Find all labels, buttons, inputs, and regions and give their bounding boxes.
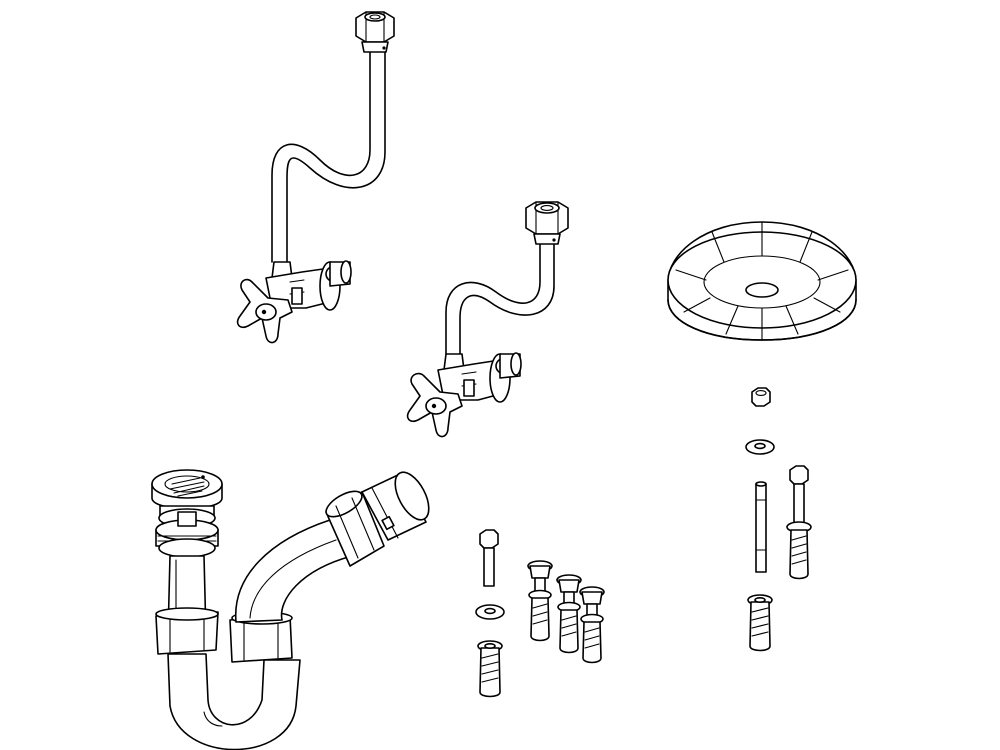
braided-hose xyxy=(445,239,555,355)
pedestal-support-cap xyxy=(667,221,857,341)
p-trap-icon xyxy=(167,653,301,750)
washer-icon xyxy=(745,439,775,455)
drain-with-p-trap xyxy=(151,469,430,750)
fastener-set-left xyxy=(475,529,605,698)
valve-handle-icon xyxy=(236,278,293,344)
hex-nut-icon xyxy=(751,387,771,407)
wall-anchor-icon xyxy=(477,640,503,698)
threaded-stud-icon xyxy=(755,481,767,573)
supply-hose-valve-left xyxy=(236,11,395,344)
wall-anchor-icon xyxy=(747,594,773,652)
hose-nut-icon xyxy=(355,11,395,53)
cap-ribs xyxy=(675,221,849,341)
outlet-pipe-icon xyxy=(361,471,430,541)
hose-nut-icon xyxy=(525,201,569,245)
angle-valve-body xyxy=(265,260,352,311)
valve-handle-icon xyxy=(406,372,463,438)
lag-bolt-anchor-icon xyxy=(556,574,582,654)
trap-arm-icon xyxy=(235,519,353,623)
drain-body-icon xyxy=(155,505,219,558)
braided-hose xyxy=(271,51,386,263)
long-bolt-icon xyxy=(479,529,499,587)
coupling-nut-icon xyxy=(325,490,385,567)
lag-bolt-anchor-icon xyxy=(786,465,812,580)
fastener-set-right xyxy=(745,387,812,652)
lag-bolt-anchor-icon xyxy=(579,586,605,664)
drain-cap-icon xyxy=(151,469,223,510)
supply-hose-valve-right xyxy=(406,201,569,438)
lag-bolt-anchor-icon xyxy=(527,560,553,642)
slip-nut-icon xyxy=(155,607,219,655)
washer-icon xyxy=(475,604,505,620)
angle-valve-body xyxy=(437,352,522,403)
